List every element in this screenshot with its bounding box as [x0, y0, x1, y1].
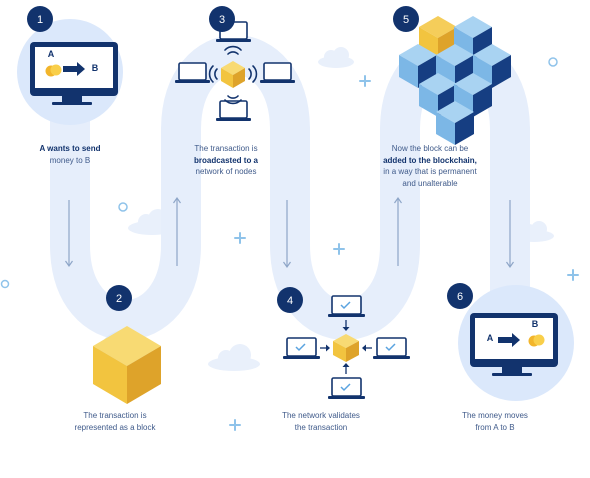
sender-label: A [48, 49, 55, 59]
background-decorations [0, 47, 579, 431]
step-2-description: The transaction is represented as a bloc… [74, 411, 156, 432]
validation-network-icon [283, 295, 410, 399]
arrow-right-icon [498, 333, 520, 347]
svg-text:3: 3 [219, 14, 225, 26]
step-1-badge: 1 [27, 6, 53, 32]
step-5-description: Now the block can be added to the blockc… [383, 144, 477, 188]
laptop-check-icon [373, 337, 410, 359]
laptop-icon [175, 62, 210, 83]
coins-icon [528, 334, 545, 347]
flow-arrow-down [65, 200, 73, 268]
step-5-badge: 5 [393, 6, 419, 32]
step-2-badge: 2 [106, 285, 132, 311]
step-1-description: A wants to send money to B [39, 144, 101, 165]
svg-text:5: 5 [403, 14, 409, 26]
coins-icon [45, 64, 62, 77]
svg-text:1: 1 [37, 14, 43, 26]
receiver-monitor-icon: A B [470, 313, 558, 376]
laptop-icon [216, 100, 251, 121]
step-6-description: The money moves from A to B [462, 411, 528, 432]
plus-icon [229, 75, 579, 431]
blue-cube [436, 101, 474, 145]
cloud-icon [318, 47, 354, 68]
step-6-badge: 6 [447, 283, 473, 309]
svg-text:2: 2 [116, 293, 122, 305]
step-3-description: The transaction is broadcasted to a netw… [193, 144, 258, 176]
svg-text:6: 6 [457, 291, 463, 303]
sender-label: A [487, 333, 494, 343]
laptop-check-icon [328, 295, 365, 317]
sender-monitor-icon: A B [30, 42, 118, 105]
cloud-icon [208, 344, 260, 371]
gold-block-icon [333, 334, 359, 362]
step-4-badge: 4 [277, 287, 303, 313]
flow-arrow-up [394, 196, 402, 266]
arrow-right-icon [63, 62, 85, 76]
laptop-icon [260, 62, 295, 83]
arrow-inward-icon [320, 320, 372, 374]
flow-arrow-down [283, 200, 291, 269]
step-3-badge: 3 [209, 6, 235, 32]
gold-block-icon [221, 61, 245, 88]
receiver-label: B [92, 63, 99, 73]
flow-arrow-down [506, 200, 514, 269]
receiver-label: B [532, 319, 539, 329]
flow-arrow-up [173, 196, 181, 266]
wifi-signal-icon [208, 45, 258, 105]
step-4-description: The network validates the transaction [282, 411, 360, 432]
gold-block-icon [93, 326, 161, 404]
blockchain-cubes-icon [399, 16, 511, 145]
laptop-check-icon [328, 377, 365, 399]
ring-icon [0, 57, 558, 289]
laptop-check-icon [283, 337, 320, 359]
svg-text:4: 4 [287, 295, 293, 307]
